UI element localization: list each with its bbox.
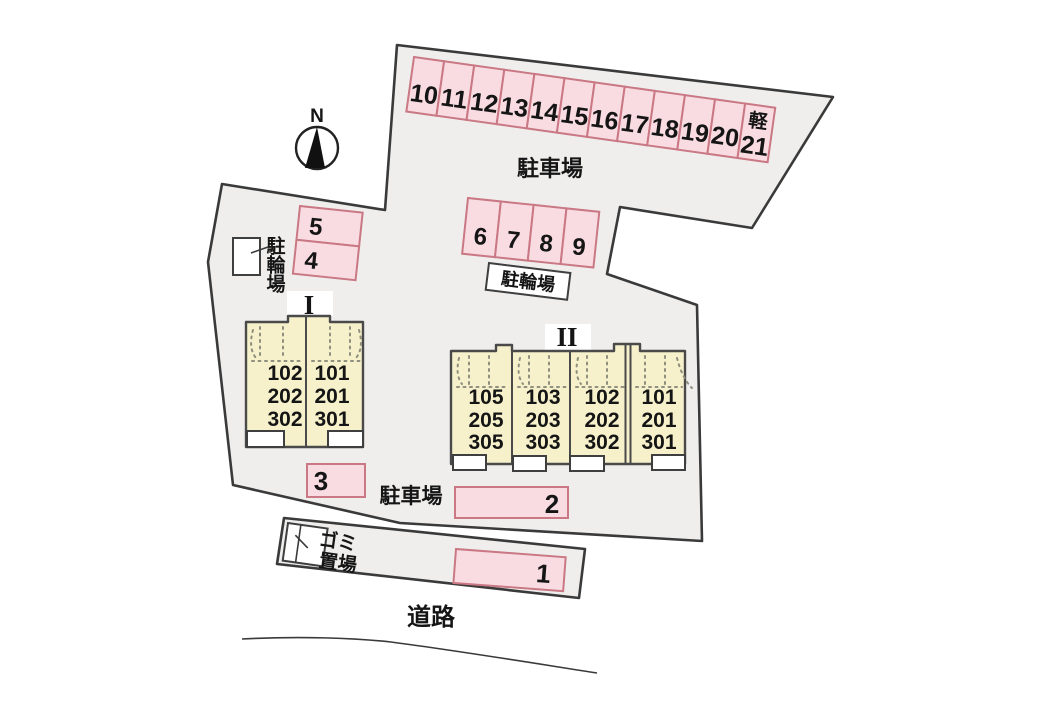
room-302: 302: [267, 408, 302, 431]
parking-lot-label-top: 駐車場: [517, 156, 583, 181]
garbage-label-line2: 置場: [318, 550, 359, 577]
space-number-11: 11: [439, 83, 469, 114]
room-202-b2: 202: [584, 409, 619, 432]
parking-row-top: 10 11 12 13 14 15 16 17 18 19 20 軽 21: [405, 55, 777, 164]
space-number-20: 20: [709, 121, 740, 153]
room-305: 305: [468, 431, 503, 454]
space-number-21: 21: [739, 130, 771, 162]
space-number-6: 6: [472, 223, 488, 251]
building-1-entrance-right: [327, 430, 364, 448]
bicycle-sign-box: [484, 261, 572, 301]
space-number-8: 8: [538, 230, 554, 258]
space-number-13: 13: [499, 92, 530, 124]
bicycle-shed-pointer: [250, 246, 269, 254]
room-301-b2: 301: [641, 431, 676, 454]
parking-space-21: [736, 102, 777, 164]
parking-space-2: [454, 486, 569, 519]
space-number-19: 19: [679, 117, 710, 149]
bicycle-parking-sign: 駐輪場: [484, 261, 572, 301]
compass: N: [294, 106, 340, 171]
parking-lot-label-bottom: 駐車場: [380, 484, 443, 508]
space-number-18: 18: [649, 113, 681, 145]
parking-row-middle: 6 7 8 9: [461, 196, 601, 269]
room-203: 203: [525, 409, 560, 432]
parking-pair-5-4: 5 4: [291, 204, 364, 282]
garbage-shed-tick: [294, 534, 309, 549]
compass-north-label: N: [310, 106, 324, 127]
parking-space-1: [452, 547, 567, 593]
space-number-3: 3: [314, 466, 328, 496]
room-103: 103: [525, 386, 560, 409]
room-205: 205: [468, 409, 503, 432]
building-1-label: I: [304, 290, 315, 320]
space-number-15: 15: [559, 100, 591, 132]
building-2-label-patch: [545, 324, 591, 350]
building-2-upper-floor-dashes: [456, 355, 693, 389]
building-1-entrance-left: [246, 430, 285, 448]
garbage-shed-divider: [294, 524, 302, 563]
space-number-12: 12: [469, 87, 500, 119]
building-2: II 105 205 305 103 203 303 102 202 302 1…: [449, 322, 693, 472]
bicycle-shed: 駐輪場: [232, 235, 286, 294]
parking-space-1-group: 1: [452, 547, 567, 593]
room-101: 101: [314, 362, 349, 385]
space-number-2: 2: [545, 489, 559, 519]
parking-space-3-group: 3: [306, 463, 366, 498]
room-201-b2: 201: [641, 409, 676, 432]
parking-space-3: [306, 463, 366, 498]
space-number-1: 1: [535, 558, 552, 589]
parking-space-9: [559, 207, 601, 269]
space-number-17: 17: [619, 109, 650, 141]
building-2-entrance-3: [569, 455, 605, 472]
compass-needle-icon: [305, 127, 325, 168]
parking-space-2-group: 2: [454, 486, 569, 519]
building-2-entrance-1: [452, 454, 487, 471]
space-number-10: 10: [408, 79, 439, 111]
bicycle-shed-label: 駐輪場: [264, 235, 286, 294]
room-105: 105: [468, 386, 503, 409]
parking-space-4: [291, 238, 361, 282]
building-2-label: II: [556, 322, 577, 352]
road-edge-line: [241, 636, 598, 674]
space-number-9: 9: [571, 233, 587, 261]
room-101-b2: 101: [641, 386, 676, 409]
room-102: 102: [267, 362, 302, 385]
bicycle-shed-box: [232, 237, 261, 276]
building-1: I 102 202 302 101 201 301: [244, 290, 365, 449]
building-2-entrance-2: [512, 455, 547, 472]
building-1-upper-floor-dashes: [250, 326, 362, 362]
room-302-b2: 302: [584, 431, 619, 454]
kei-car-label: 軽: [747, 109, 770, 134]
building-2-entrance-4: [651, 454, 686, 471]
space-number-7: 7: [505, 226, 521, 254]
room-202: 202: [267, 385, 302, 408]
space-number-16: 16: [589, 104, 620, 136]
space-number-14: 14: [529, 96, 561, 128]
space-number-5: 5: [308, 213, 324, 241]
space-number-4: 4: [303, 247, 320, 275]
room-301: 301: [314, 408, 349, 431]
building-1-label-patch: [287, 291, 333, 316]
room-303: 303: [525, 431, 560, 454]
road-label: 道路: [407, 603, 456, 631]
room-201: 201: [314, 385, 349, 408]
room-102-b2: 102: [584, 386, 619, 409]
